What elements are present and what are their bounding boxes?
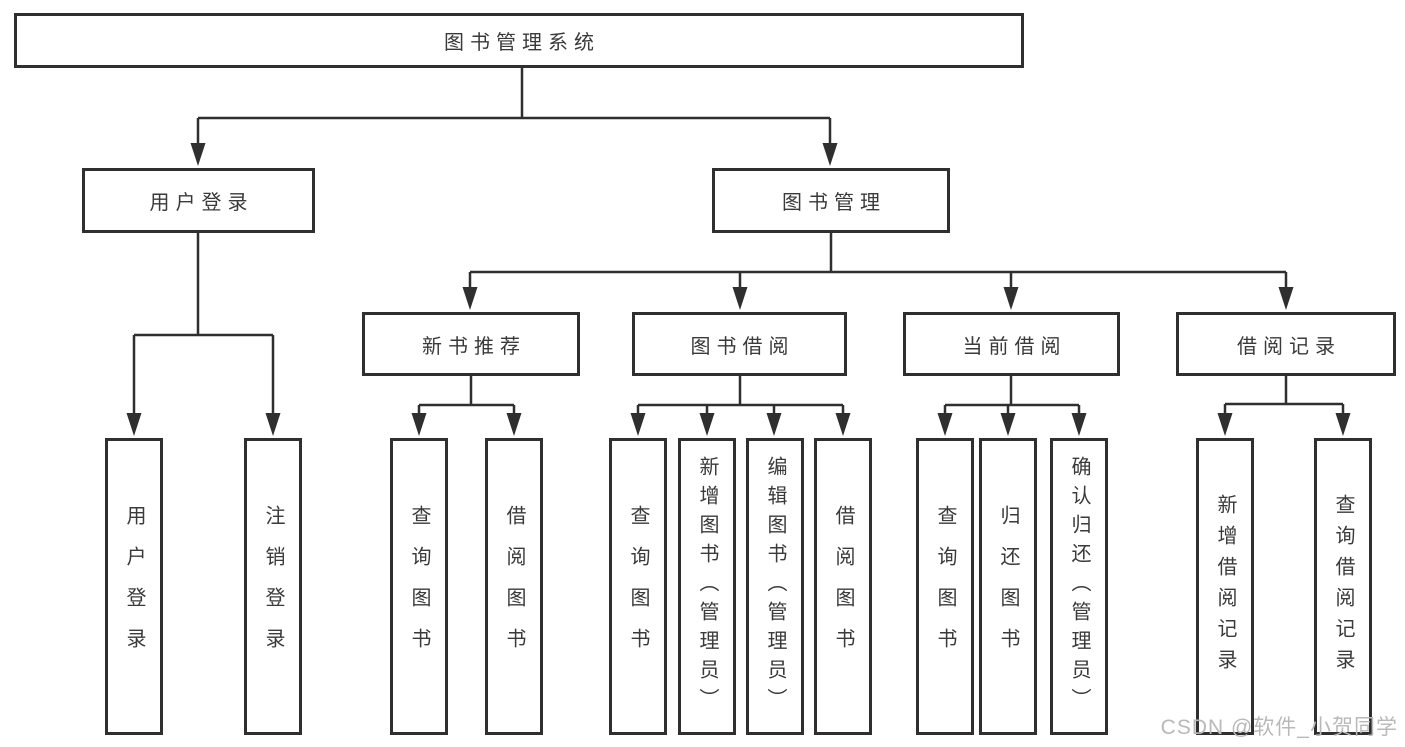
node-label: 归还图书 <box>997 504 1019 669</box>
node-label: 查询图书 <box>408 504 430 669</box>
node-label: 查询图书 <box>934 504 956 669</box>
node-label: 用户登录 <box>123 504 145 669</box>
node-label: 查询图书 <box>627 504 649 669</box>
node-user-login: 用户登录 <box>82 168 315 233</box>
leaf-confirm-return-admin: 确认归还（管理员） <box>1050 438 1108 735</box>
node-label: 借阅图书 <box>832 504 854 669</box>
node-library-management-system: 图书管理系统 <box>14 13 1024 68</box>
node-label: 用户登录 <box>149 192 254 214</box>
leaf-search-books-borrowing: 查询图书 <box>609 438 667 735</box>
node-new-book-recommendation: 新书推荐 <box>362 312 580 376</box>
node-label: 新增图书（管理员） <box>696 456 718 717</box>
node-label: 编辑图书（管理员） <box>764 456 786 717</box>
node-label: 新增借阅记录 <box>1214 493 1236 680</box>
leaf-search-books-current: 查询图书 <box>916 438 974 735</box>
leaf-search-borrow-record: 查询借阅记录 <box>1314 438 1372 735</box>
arrow-down-icons <box>126 143 1351 436</box>
leaf-search-books-recommend: 查询图书 <box>390 438 448 735</box>
tree-edges <box>132 68 1345 422</box>
node-label: 图书借阅 <box>690 335 795 358</box>
csdn-watermark: CSDN @软件_小贺同学 <box>1160 716 1398 739</box>
leaf-logout: 注销登录 <box>244 438 302 735</box>
node-label: 借阅记录 <box>1237 335 1341 358</box>
leaf-add-borrow-record: 新增借阅记录 <box>1196 438 1254 735</box>
node-label: 图书管理 <box>782 192 886 214</box>
node-current-borrowing: 当前借阅 <box>903 312 1120 376</box>
leaf-edit-books-admin: 编辑图书（管理员） <box>746 438 804 735</box>
node-borrowing-records: 借阅记录 <box>1176 312 1396 376</box>
leaf-return-books: 归还图书 <box>979 438 1037 735</box>
node-label: 新书推荐 <box>422 335 526 358</box>
node-label: 查询借阅记录 <box>1332 493 1354 680</box>
leaf-borrow-books: 借阅图书 <box>814 438 872 735</box>
node-label: 注销登录 <box>262 504 284 669</box>
node-label: 图书管理系统 <box>444 32 600 54</box>
leaf-user-login: 用户登录 <box>105 438 163 735</box>
node-book-management: 图书管理 <box>712 168 950 233</box>
node-book-borrowing: 图书借阅 <box>632 312 847 376</box>
node-label: 借阅图书 <box>503 504 525 669</box>
leaf-add-books-admin: 新增图书（管理员） <box>678 438 736 735</box>
node-label: 当前借阅 <box>962 335 1067 358</box>
leaf-borrow-books-recommend: 借阅图书 <box>485 438 543 735</box>
node-label: 确认归还（管理员） <box>1068 456 1090 717</box>
